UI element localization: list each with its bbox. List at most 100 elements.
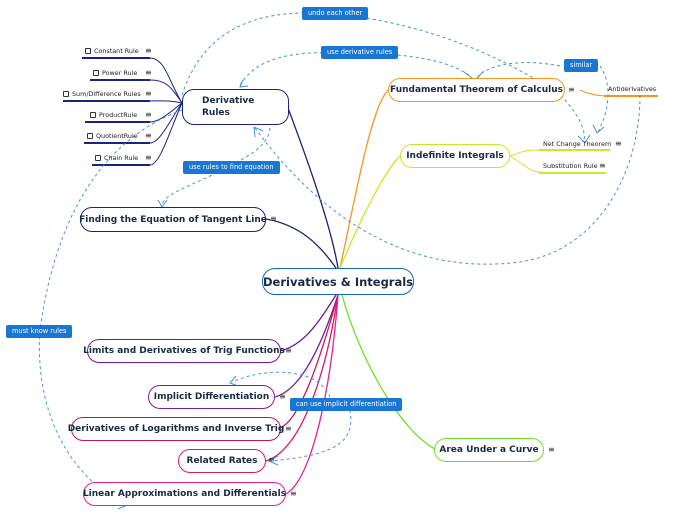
branch-linear-approx bbox=[285, 294, 339, 495]
rule-product[interactable]: ProductRule bbox=[90, 111, 137, 119]
topic-implicit-diff-label: Implicit Differentiation bbox=[153, 392, 270, 402]
arrowhead-10 bbox=[239, 79, 249, 88]
topic-area-under-curve-label: Area Under a Curve bbox=[439, 445, 539, 455]
branch-implicit-diff bbox=[274, 294, 339, 398]
subtopic-net-change-label: Net Change Theorem bbox=[543, 140, 612, 148]
rule-chain[interactable]: Chain Rule bbox=[95, 154, 138, 162]
relationship-undo-each-other bbox=[181, 12, 586, 143]
branch-rule-sum bbox=[149, 100, 183, 104]
rule-sum-difference-label: Sum/Difference Rules bbox=[72, 90, 141, 98]
checkbox-icon[interactable] bbox=[95, 155, 101, 161]
menu-icon[interactable]: ≡ bbox=[145, 153, 152, 162]
topic-tangent-line[interactable]: Finding the Equation of Tangent Line bbox=[79, 207, 267, 232]
relationship-substitution-back bbox=[254, 94, 641, 265]
branch-area-under-curve bbox=[341, 294, 436, 450]
branch-rule-quotient bbox=[149, 102, 183, 144]
topic-derivative-rules-label: Derivative Rules bbox=[202, 96, 255, 118]
topic-indefinite-integrals[interactable]: Indefinite Integrals bbox=[400, 144, 510, 168]
subtopic-antiderivatives[interactable]: Antiderivatives bbox=[608, 85, 656, 93]
branch-rule-power bbox=[149, 79, 183, 104]
relationship-use-derivative-rules bbox=[239, 52, 471, 86]
relationship-label-must-know-rules[interactable]: must know rules bbox=[6, 325, 73, 338]
rule-constant[interactable]: Constant Rule bbox=[85, 47, 139, 55]
rule-quotient[interactable]: QuotientRule bbox=[87, 132, 138, 140]
menu-icon[interactable]: ≡ bbox=[285, 424, 292, 433]
topic-implicit-diff[interactable]: Implicit Differentiation bbox=[148, 385, 275, 409]
topic-limits-trig-label: Limits and Derivatives of Trig Functions bbox=[83, 346, 285, 356]
rule-power-label: Power Rule bbox=[102, 69, 138, 77]
relationship-label-can-use-implicit[interactable]: can use implicit differentiation bbox=[290, 398, 403, 411]
menu-icon[interactable]: ≡ bbox=[145, 89, 152, 98]
rule-quotient-label: QuotientRule bbox=[96, 132, 138, 140]
topic-limits-trig[interactable]: Limits and Derivatives of Trig Functions bbox=[83, 339, 285, 363]
rule-constant-label: Constant Rule bbox=[94, 47, 139, 55]
arrowhead-6 bbox=[157, 199, 168, 208]
subtopic-substitution-label: Substitution Rule bbox=[543, 162, 598, 170]
topic-related-rates[interactable]: Related Rates bbox=[178, 449, 266, 473]
subtopic-net-change[interactable]: Net Change Theorem bbox=[543, 140, 611, 148]
branch-rule-constant bbox=[149, 57, 183, 104]
relationship-label-undo-each-other[interactable]: undo each other bbox=[302, 7, 369, 20]
checkbox-icon[interactable] bbox=[93, 70, 99, 76]
menu-icon[interactable]: ≡ bbox=[145, 46, 152, 55]
topic-log-inverse-trig-label: Derivatives of Logarithms and Inverse Tr… bbox=[67, 424, 285, 434]
branch-log-inverse-trig bbox=[279, 294, 339, 429]
topic-indefinite-integrals-label: Indefinite Integrals bbox=[406, 151, 504, 161]
menu-icon[interactable]: ≡ bbox=[615, 139, 622, 148]
rule-product-label: ProductRule bbox=[99, 111, 138, 119]
relationship-label-use-rules-tangent[interactable]: use rules to find equation bbox=[183, 161, 280, 174]
rule-power[interactable]: Power Rule bbox=[93, 69, 137, 77]
branch-fundamental-theorem bbox=[339, 89, 389, 269]
branch-substitution bbox=[509, 155, 541, 173]
relationship-use-rules-tangent bbox=[161, 127, 271, 206]
topic-fundamental-theorem[interactable]: Fundamental Theorem of Calculus bbox=[388, 78, 565, 102]
topic-related-rates-label: Related Rates bbox=[186, 456, 258, 466]
menu-icon[interactable]: ≡ bbox=[270, 214, 277, 223]
rule-chain-label: Chain Rule bbox=[104, 154, 139, 162]
branch-limits-trig bbox=[279, 294, 337, 352]
menu-icon[interactable]: ≡ bbox=[145, 110, 152, 119]
relationship-label-use-derivative-rules[interactable]: use derivative rules bbox=[321, 46, 399, 59]
central-topic[interactable]: Derivatives & Integrals bbox=[262, 268, 414, 295]
topic-fundamental-theorem-label: Fundamental Theorem of Calculus bbox=[390, 85, 563, 95]
central-topic-label: Derivatives & Integrals bbox=[262, 274, 414, 289]
branch-rule-chain bbox=[149, 102, 183, 166]
menu-icon[interactable]: ≡ bbox=[290, 489, 297, 498]
checkbox-icon[interactable] bbox=[90, 112, 96, 118]
relationship-similar-2 bbox=[597, 65, 609, 133]
arrowhead-1 bbox=[577, 134, 591, 144]
branch-derivative-rules bbox=[287, 107, 339, 269]
rule-sum-difference[interactable]: Sum/Difference Rules bbox=[63, 90, 141, 98]
menu-icon[interactable]: ≡ bbox=[568, 85, 575, 94]
relationship-similar bbox=[477, 62, 561, 77]
topic-log-inverse-trig[interactable]: Derivatives of Logarithms and Inverse Tr… bbox=[68, 417, 284, 441]
topic-tangent-line-label: Finding the Equation of Tangent Line bbox=[79, 214, 267, 225]
branch-rule-product bbox=[149, 102, 183, 123]
branch-net-change bbox=[509, 149, 541, 157]
branch-tangent-line bbox=[265, 218, 337, 269]
relationship-must-know-rules bbox=[38, 109, 183, 506]
topic-linear-approx-label: Linear Approximations and Differentials bbox=[82, 489, 287, 499]
menu-icon[interactable]: ≡ bbox=[145, 68, 152, 77]
subtopic-substitution[interactable]: Substitution Rule bbox=[543, 162, 598, 170]
relationship-label-similar[interactable]: similar bbox=[564, 59, 599, 72]
subtopic-antiderivatives-label: Antiderivatives bbox=[608, 85, 657, 93]
checkbox-icon[interactable] bbox=[87, 133, 93, 139]
menu-icon[interactable]: ≡ bbox=[599, 161, 606, 170]
menu-icon[interactable]: ≡ bbox=[285, 346, 292, 355]
arrowhead-9 bbox=[267, 455, 279, 466]
menu-icon[interactable]: ≡ bbox=[279, 392, 286, 401]
topic-area-under-curve[interactable]: Area Under a Curve bbox=[434, 438, 544, 462]
checkbox-icon[interactable] bbox=[63, 91, 69, 97]
menu-icon[interactable]: ≡ bbox=[268, 455, 275, 464]
menu-icon[interactable]: ≡ bbox=[145, 131, 152, 140]
arrowhead-4 bbox=[592, 124, 605, 134]
arrowhead-5 bbox=[253, 126, 264, 138]
relationship-can-use-implicit-2 bbox=[269, 409, 352, 462]
branch-indefinite-integrals bbox=[339, 155, 401, 269]
menu-icon[interactable]: ≡ bbox=[548, 445, 555, 454]
checkbox-icon[interactable] bbox=[85, 48, 91, 54]
topic-linear-approx[interactable]: Linear Approximations and Differentials bbox=[83, 482, 286, 506]
topic-derivative-rules[interactable]: Derivative Rules bbox=[182, 89, 289, 125]
